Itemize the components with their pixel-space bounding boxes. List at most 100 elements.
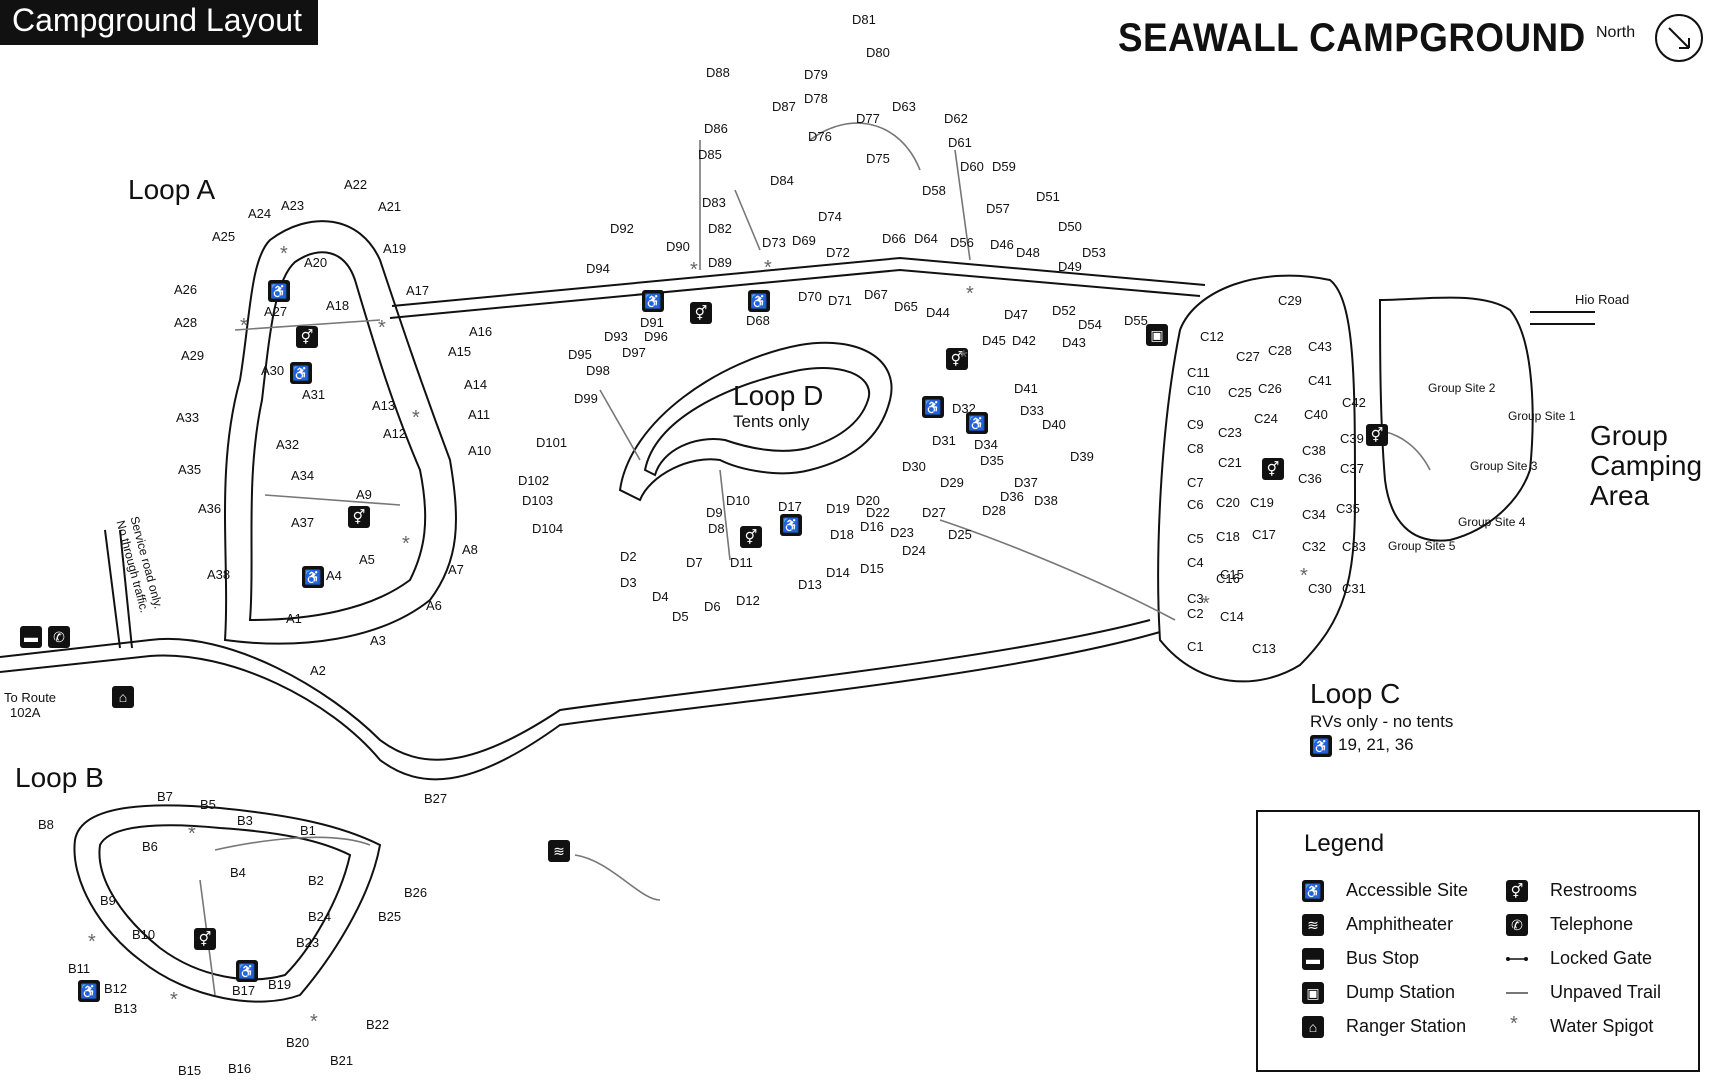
water-spigot-icon: * [188,823,196,845]
site-d27: D27 [922,505,946,520]
site-d63: D63 [892,99,916,114]
site-d40: D40 [1042,417,1066,432]
site-a11: A11 [468,407,491,422]
site-c41: C41 [1308,373,1332,388]
legend-bus-stop: Bus Stop [1346,948,1420,968]
site-d81: D81 [852,12,876,27]
site-a4: A4 [326,568,342,583]
legend-water-spigot: Water Spigot [1550,1016,1654,1036]
water-spigot-icon: * [310,1011,318,1033]
site-d43: D43 [1062,335,1086,350]
site-c24: C24 [1254,411,1278,426]
site-b2: B2 [308,873,324,888]
water-spigot-icon: * [280,243,288,265]
site-d31: D31 [932,433,956,448]
amphitheater-icon: ≋ [1302,914,1324,936]
legend-telephone: Telephone [1550,914,1634,934]
north-label: North [1596,24,1636,41]
site-d92: D92 [610,221,634,236]
site-a3: A3 [370,633,386,648]
loop-c-subtitle: RVs only - no tents [1310,712,1454,731]
site-b17: B17 [232,983,256,998]
site-d10: D10 [726,493,750,508]
site-c38: C38 [1302,443,1326,458]
site-b24: B24 [308,909,332,924]
site-d46: D46 [990,237,1014,252]
site-d13: D13 [798,577,822,592]
site-d61: D61 [948,135,972,150]
site-a36: A36 [198,501,222,516]
legend-ranger-station: Ranger Station [1346,1016,1467,1036]
water-spigot-icon: * [88,931,96,953]
site-d50: D50 [1058,219,1082,234]
site-b19: B19 [268,977,292,992]
site-a5: A5 [359,552,375,567]
site-a30: A30 [261,363,285,378]
site-d71: D71 [828,293,852,308]
site-d15: D15 [860,561,884,576]
legend-amphitheater: Amphitheater [1346,914,1454,934]
site-d35: D35 [980,453,1004,468]
site-d57: D57 [986,201,1010,216]
site-a7: A7 [448,562,464,577]
site-d12: D12 [736,593,760,608]
water-spigot-icon: * [412,407,420,429]
site-d102: D102 [518,473,550,488]
site-b10: B10 [132,927,156,942]
site-c16: C16 [1216,571,1240,586]
site-c11: C11 [1187,365,1210,380]
site-b6: B6 [142,839,158,854]
site-d64: D64 [914,231,938,246]
water-spigot-icon: * [170,989,178,1011]
bus-stop-icon: ▬ [1302,948,1324,970]
site-d62: D62 [944,111,968,126]
site-d74: D74 [818,209,842,224]
bus-stop-icon: ▬ [20,626,42,648]
site-b7: B7 [157,789,173,804]
site-d20: D20 [856,493,880,508]
site-d44: D44 [926,305,950,320]
site-c14: C14 [1220,609,1244,624]
site-b25: B25 [378,909,402,924]
site-c23: C23 [1218,425,1242,440]
site-c17: C17 [1252,527,1276,542]
site-d70: D70 [798,289,822,304]
group-site-2: Group Site 2 [1428,381,1496,395]
legend-locked-gate: Locked Gate [1550,948,1653,968]
site-a20: A20 [304,255,328,270]
site-a35: A35 [178,462,202,477]
site-a34: A34 [291,468,315,483]
site-c4: C4 [1187,555,1204,570]
site-d6: D6 [704,599,721,614]
site-d9: D9 [706,505,723,520]
site-c40: C40 [1304,407,1328,422]
site-d5: D5 [672,609,689,624]
site-d48: D48 [1016,245,1040,260]
site-d52: D52 [1052,303,1076,318]
site-d93: D93 [604,329,628,344]
legend: Legend ♿ Accessible Site ≋ Amphitheater … [1256,810,1700,1072]
dump-station-icon: ▣ [1302,982,1324,1004]
site-b27: B27 [424,791,448,806]
route-label-1: To Route [4,690,57,705]
site-d69: D69 [792,233,816,248]
site-d73: D73 [762,235,786,250]
site-b13: B13 [114,1001,138,1016]
site-c21: C21 [1218,455,1242,470]
site-a14: A14 [464,377,488,392]
site-d76: D76 [808,129,832,144]
site-a8: A8 [462,542,478,557]
water-spigot-icon: * [1202,593,1210,615]
accessible-icon: ♿ [268,280,290,302]
site-b23: B23 [296,935,320,950]
accessible-icon: ♿ [780,514,802,536]
site-c7: C7 [1187,475,1204,490]
site-b11: B11 [68,961,91,976]
site-a9: A9 [356,487,372,502]
telephone-icon: ✆ [48,626,70,648]
site-d78: D78 [804,91,828,106]
site-c3: C3 [1187,591,1204,606]
water-spigot-icon: * [378,317,386,339]
site-a13: A13 [372,398,396,413]
site-d24: D24 [902,543,926,558]
